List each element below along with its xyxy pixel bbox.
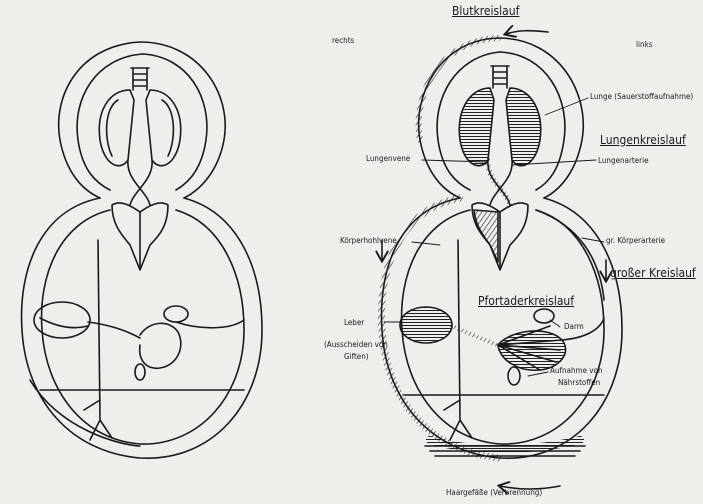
lunge-label: Lunge (Sauerstoffaufnahme) [590,92,693,102]
leber-label: Leber [344,318,364,328]
lungenkreislauf-label: Lungenkreislauf [600,135,686,145]
ausscheiden-label-line1: (Ausscheiden von [324,340,388,350]
darm-label: Darm [564,322,584,332]
side-left-label: links [636,40,652,50]
diagram-title: Blutkreislauf [452,6,519,16]
right-figure [382,38,622,458]
ausscheiden-label-line2: Giften) [344,352,369,362]
aufnahme-label-line1: Aufnahme von [550,366,603,376]
pfortaderkreislauf-label: Pfortaderkreislauf [478,296,574,306]
left-figure [22,42,262,458]
grosser-kreislauf-label: großer Kreislauf [610,268,696,278]
koerperarterie-label: gr. Körperarterie [606,236,665,246]
aufnahme-label-line2: Nährstoffen [558,378,600,388]
haargefaesse-label: Haargefäße (Verbrennung) [446,488,542,498]
lungenarterie-label: Lungenarterie [598,156,649,166]
lungenvene-label: Lungenvene [366,154,410,164]
side-right-label: rechts [332,36,354,46]
koerperhohlvene-label: Körperhohlvene [340,236,397,246]
